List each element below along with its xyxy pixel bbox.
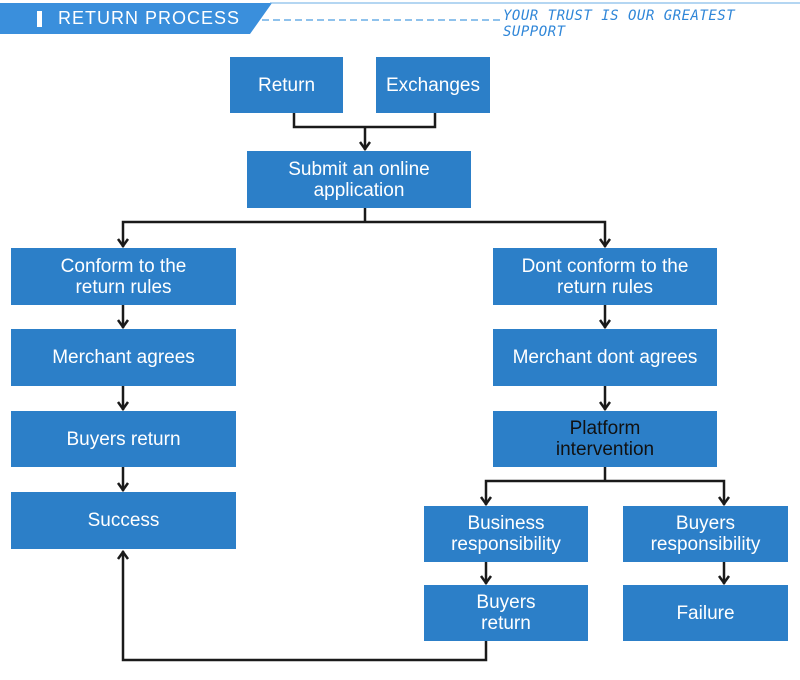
node-dont-conform-rules: Dont conform to the return rules — [493, 248, 717, 305]
node-merchant-agrees: Merchant agrees — [11, 329, 236, 386]
arrowhead-failure — [717, 575, 731, 586]
connector-loop-success — [121, 551, 488, 662]
arrowhead-buyers-return-right — [479, 575, 493, 586]
node-conform-rules: Conform to the return rules — [11, 248, 236, 305]
node-failure: Failure — [623, 585, 788, 641]
arrowhead-conform — [116, 238, 130, 249]
node-business-responsibility: Business responsibility — [424, 506, 588, 562]
node-platform-intervention: Platform intervention — [493, 411, 717, 467]
arrowhead-buyers-resp — [717, 496, 731, 507]
header-banner — [0, 2, 800, 34]
node-exchanges: Exchanges — [376, 57, 490, 113]
header-bar-icon — [37, 11, 42, 27]
connector-submit-split — [121, 208, 607, 247]
connector-platform-split — [484, 467, 726, 505]
arrowhead-loop-success — [116, 549, 130, 560]
tagline: YOUR TRUST IS OUR GREATEST SUPPORT — [503, 8, 736, 40]
node-submit-application: Submit an online application — [247, 151, 471, 208]
node-merchant-dont-agrees: Merchant dont agrees — [493, 329, 717, 386]
connector-return-merge — [292, 113, 437, 129]
arrowhead-submit — [358, 141, 372, 152]
node-buyers-responsibility: Buyers responsibility — [623, 506, 788, 562]
arrowhead-dont-conform — [598, 238, 612, 249]
arrowhead-buyers-return-left — [116, 401, 130, 412]
node-buyers-return-left: Buyers return — [11, 411, 236, 467]
header-tab-shape — [0, 3, 272, 34]
arrowhead-merchant-dont — [598, 319, 612, 330]
arrowhead-business — [479, 496, 493, 507]
node-success: Success — [11, 492, 236, 549]
arrowhead-merchant-agrees — [116, 319, 130, 330]
arrowhead-platform — [598, 401, 612, 412]
arrowhead-success — [116, 482, 130, 493]
page-title: RETURN PROCESS — [58, 8, 241, 28]
node-return: Return — [230, 57, 343, 113]
node-buyers-return-right: Buyers return — [424, 585, 588, 641]
